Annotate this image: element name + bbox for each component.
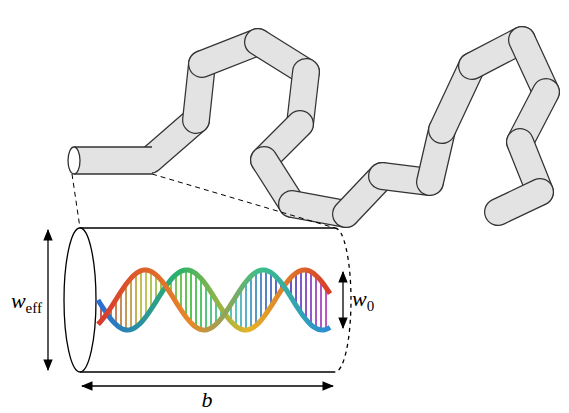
first-segment bbox=[74, 146, 152, 147]
zoomed-cylinder bbox=[64, 228, 351, 372]
base-pair bbox=[250, 276, 252, 329]
first-segment bbox=[74, 173, 152, 174]
width-arrow bbox=[342, 272, 343, 328]
segment-chain bbox=[68, 40, 546, 214]
base-pair bbox=[130, 278, 132, 329]
first-segment bbox=[74, 147, 152, 174]
base-pair bbox=[260, 270, 262, 320]
backbone-strand bbox=[98, 270, 330, 330]
base-pair bbox=[150, 271, 152, 309]
base-pair bbox=[190, 271, 192, 323]
base-pair bbox=[135, 274, 137, 328]
length-arrow bbox=[82, 385, 333, 386]
base-pair bbox=[125, 284, 127, 330]
base-pair bbox=[245, 282, 247, 330]
base-pair bbox=[265, 270, 267, 314]
base-pair bbox=[195, 274, 197, 327]
dimension-label: b bbox=[202, 389, 213, 411]
chain-segment bbox=[498, 192, 540, 212]
base-pair bbox=[315, 276, 317, 329]
base-pair bbox=[140, 271, 142, 323]
zoom-line bbox=[72, 174, 80, 228]
dna-helix bbox=[98, 270, 330, 330]
base-pair bbox=[145, 270, 147, 317]
width-arrow bbox=[47, 230, 48, 370]
first-segment-end bbox=[68, 147, 80, 174]
base-pair bbox=[240, 289, 242, 330]
chain-segment bbox=[498, 192, 540, 212]
backbone-strand bbox=[98, 270, 330, 330]
base-pair bbox=[200, 279, 202, 330]
base-pair bbox=[205, 285, 207, 330]
dimension-label: weff bbox=[11, 290, 42, 316]
base-pair bbox=[325, 288, 327, 330]
base-pair bbox=[255, 272, 257, 325]
zoom-line bbox=[152, 174, 335, 228]
base-pair bbox=[300, 271, 302, 313]
base-pair bbox=[180, 271, 182, 310]
base-pair bbox=[310, 272, 312, 325]
dimension-label: w0 bbox=[352, 288, 374, 314]
base-pair bbox=[305, 270, 307, 319]
base-pair bbox=[185, 270, 187, 317]
base-pair bbox=[320, 281, 322, 330]
